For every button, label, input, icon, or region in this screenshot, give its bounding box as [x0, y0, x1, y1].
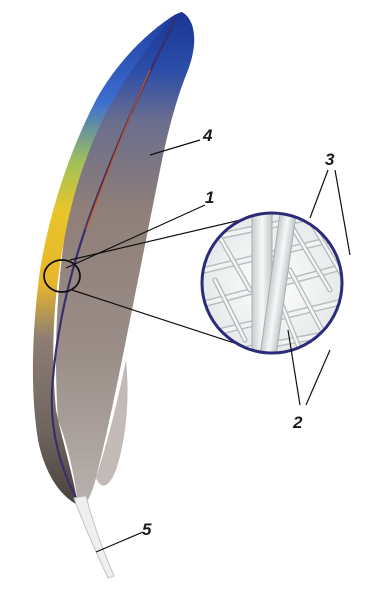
leader-3b — [335, 170, 350, 255]
leader-3a — [310, 170, 328, 218]
label-4: 4 — [202, 126, 213, 145]
feather-calamus — [74, 496, 114, 578]
label-2: 2 — [292, 413, 303, 432]
feather — [33, 12, 194, 578]
magnified-barbs-view — [200, 205, 350, 366]
label-5: 5 — [142, 520, 152, 539]
label-3: 3 — [325, 150, 335, 169]
label-1: 1 — [205, 188, 214, 207]
leader-5 — [96, 532, 143, 552]
leader-2b — [306, 350, 330, 405]
